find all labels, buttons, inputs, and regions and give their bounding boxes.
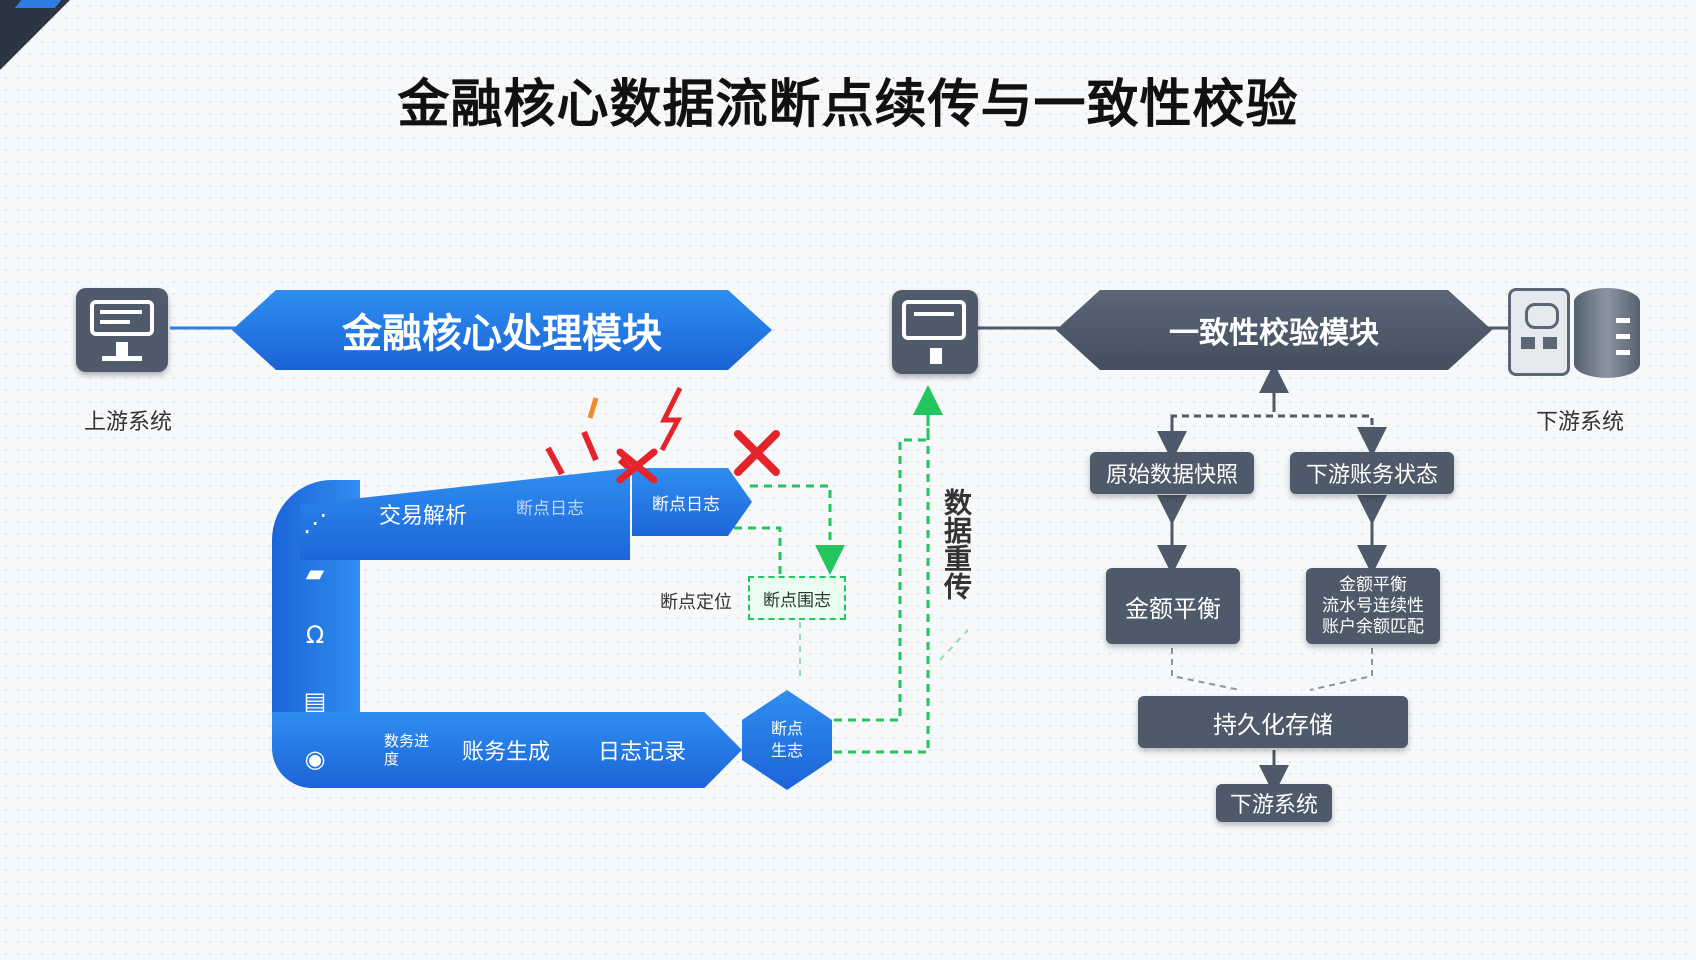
breakpoint-locate-label: 断点定位 [660,592,732,613]
data-retransmit-label: 数据重传 [940,488,973,600]
check-item-balance: 金额平衡 [1339,574,1407,595]
server-icon-right [1508,288,1570,376]
coin-icon: ◉ [304,745,326,773]
error-x-icon-small [616,448,658,484]
page-title: 金融核心数据流断点续传与一致性校验 [397,75,1299,135]
step-breakpoint-log: 断点日志 [652,494,720,515]
corner-decoration [0,0,70,70]
lock-icon: Ω [305,621,325,649]
downstream-system-bottom[interactable]: 下游系统 [1216,784,1332,822]
check-item-serial: 流水号连续性 [1322,595,1424,616]
amount-balance[interactable]: 金额平衡 [1106,568,1240,644]
downstream-system-label-top: 下游系统 [1536,410,1625,435]
core-processing-module[interactable]: 金融核心处理模块 [232,290,772,370]
dots-icon: ⋰ [303,509,327,537]
downstream-account-state[interactable]: 下游账务状态 [1290,452,1454,494]
process-loop-bottom [272,712,742,788]
check-item-account: 账户余额匹配 [1322,616,1424,637]
step-task-progress: 数务进度 [384,732,430,768]
breakpoint-locate-box: 断点围志 [748,576,846,620]
database-icon [1574,288,1640,378]
step-breakpoint-log-faded: 断点日志 [516,498,584,519]
consistency-check-module[interactable]: 一致性校验模块 [1056,290,1492,370]
step-log-record: 日志记录 [597,740,686,765]
step-account-generate: 账务生成 [461,740,550,765]
check-list-box[interactable]: 金额平衡 流水号连续性 账户余额匹配 [1306,568,1440,644]
building-icon: ▤ [303,687,327,715]
server-icon [892,290,978,374]
error-x-icon [734,430,780,476]
upstream-system-label: 上游系统 [84,410,173,435]
monitor-icon [76,288,168,372]
document-icon: ▰ [305,559,325,587]
persistent-storage[interactable]: 持久化存储 [1138,696,1408,748]
original-data-snapshot[interactable]: 原始数据快照 [1090,452,1254,494]
step-transaction-parse: 交易解析 [378,504,467,529]
